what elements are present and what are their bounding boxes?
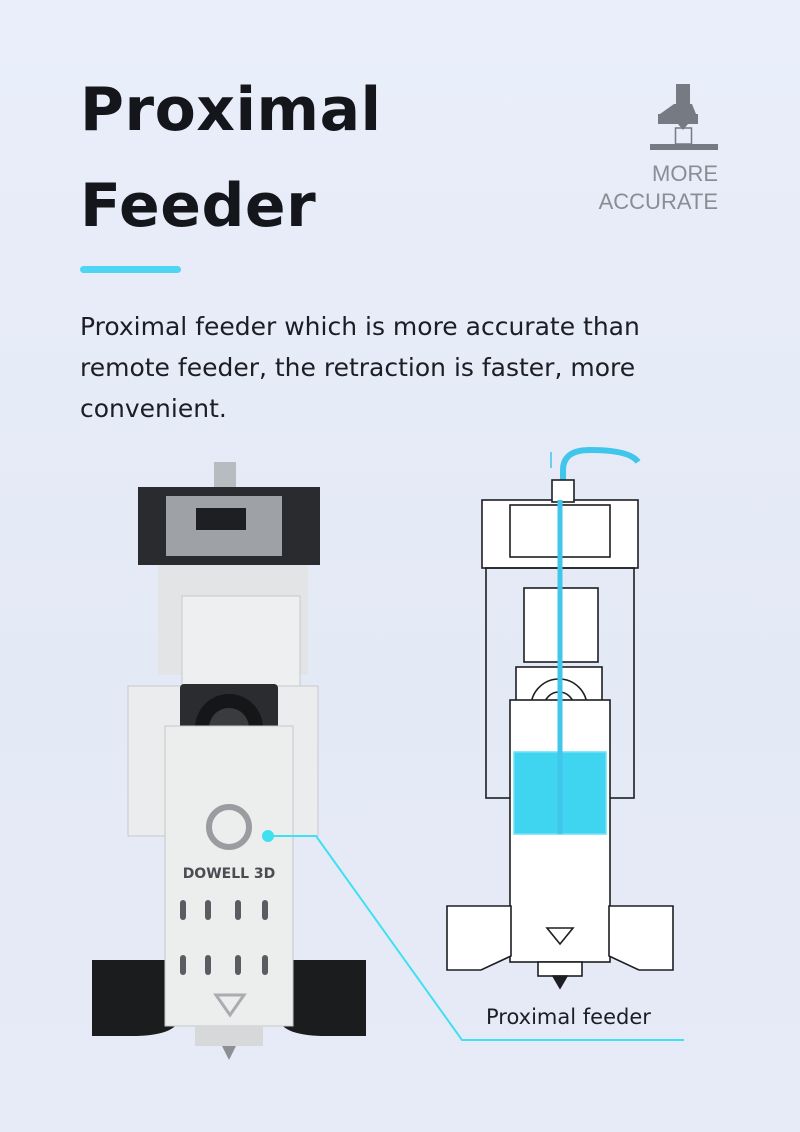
more-accurate-badge: MORE ACCURATE	[598, 161, 718, 214]
brand-logo: DOWELL 3D	[183, 866, 276, 882]
description-text: Proximal feeder which is more accurate t…	[80, 312, 640, 423]
callout-label: Proximal feeder	[486, 1005, 651, 1029]
nozzle-print-icon	[650, 84, 718, 150]
extruder-photo: DOWELL 3D	[92, 462, 366, 1060]
product-illustration: DOWELL 3D	[92, 446, 684, 1060]
page-title: Proximal Feeder	[80, 75, 382, 241]
callout-dot	[262, 830, 274, 842]
extruder-schematic	[446, 446, 674, 990]
callout-line	[268, 835, 684, 1041]
accent-divider	[80, 266, 181, 273]
